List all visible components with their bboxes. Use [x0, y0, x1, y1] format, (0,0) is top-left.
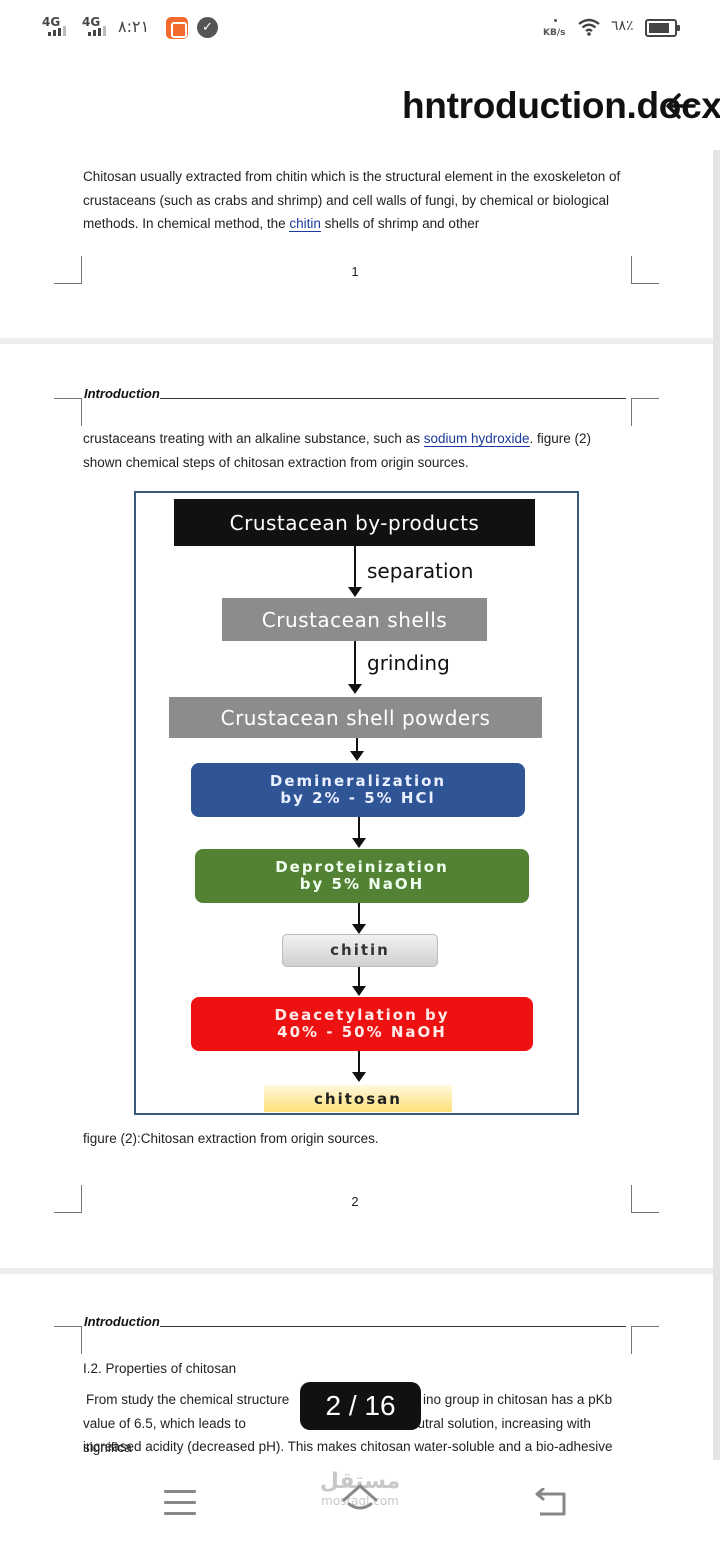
arrow-head-icon: [348, 587, 362, 597]
page-number: 2: [351, 1194, 359, 1209]
flow-step-demineralization-line2: by 2% - 5% HCl: [280, 789, 436, 807]
chitin-link[interactable]: chitin: [289, 216, 321, 232]
crop-mark: [54, 1185, 82, 1213]
speed-indicator-dot: [554, 19, 557, 22]
page-1-paragraph: Chitosan usually extracted from chitin w…: [83, 165, 643, 236]
crop-mark: [631, 1185, 659, 1213]
menu-icon[interactable]: [164, 1490, 196, 1516]
watermark-latin: mostaql.com: [321, 1494, 399, 1508]
flow-arrow: [356, 738, 358, 752]
paragraph-text: shells of shrimp and other: [320, 216, 480, 231]
flow-arrow: [358, 817, 360, 839]
paragraph-fragment: value of 6.5, which leads to significa: [83, 1416, 246, 1455]
flow-arrow: [358, 903, 360, 925]
flow-step-deacetylation-line2: 40% - 50% NaOH: [277, 1023, 447, 1041]
flow-step-demineralization-line1: Demineralization: [269, 772, 447, 790]
back-arrow-icon[interactable]: [664, 89, 698, 123]
flow-step-deacetylation-line1: Deacetylation by: [274, 1006, 450, 1024]
crop-mark: [631, 398, 659, 426]
section-heading: I.2. Properties of chitosan: [83, 1361, 237, 1376]
network-speed-unit: KB/s: [543, 28, 566, 38]
flow-step-crustacean-shells: Crustacean shells: [222, 598, 487, 641]
network-type-2: 4G: [82, 15, 101, 29]
header-rule: [160, 1326, 626, 1327]
page-header: Introduction: [84, 386, 160, 401]
arrow-head-icon: [348, 684, 362, 694]
document-page-3: Introduction I.2. Properties of chitosan…: [0, 1274, 713, 1460]
crop-mark: [631, 1326, 659, 1354]
flow-step-crustacean-shell-powders: Crustacean shell powders: [169, 697, 542, 738]
flow-step-crustacean-by-products: Crustacean by-products: [174, 499, 535, 546]
arrow-head-icon: [352, 986, 366, 996]
flow-label-grinding: grinding: [367, 651, 450, 675]
navigation-bar: مستقل mostaql.com: [0, 1460, 720, 1544]
scrollbar[interactable]: [713, 150, 720, 1460]
home-icon[interactable]: [341, 1482, 379, 1512]
document-viewer[interactable]: Chitosan usually extracted from chitin w…: [0, 150, 720, 1460]
flow-step-deproteinization-line2: by 5% NaOH: [299, 875, 425, 893]
chitosan-extraction-flowchart: Crustacean by-products separation Crusta…: [134, 491, 579, 1115]
paragraph-fragment: eutral solution, increasing with: [410, 1416, 591, 1431]
crop-mark: [54, 256, 82, 284]
battery-icon: [645, 19, 680, 37]
clock: ٨:٢١: [118, 17, 150, 36]
sodium-hydroxide-link[interactable]: sodium hydroxide: [423, 431, 530, 447]
flow-arrow: [354, 546, 356, 588]
arrow-head-icon: [352, 1072, 366, 1082]
document-page-1: Chitosan usually extracted from chitin w…: [0, 150, 713, 338]
wifi-icon: [578, 18, 600, 36]
battery-percent: ٦٨٪: [611, 18, 634, 34]
paragraph-text: Chitosan usually extracted from chitin w…: [83, 169, 621, 231]
watermark-arabic: مستقل: [319, 1469, 401, 1494]
paragraph-text: crustaceans treating with an alkaline su…: [83, 431, 424, 446]
paragraph-fragment: ino group in chitosan has a pKb: [423, 1392, 613, 1407]
flow-label-separation: separation: [367, 559, 474, 583]
crop-mark: [54, 1326, 82, 1354]
paragraph-line: increased acidity (decreased pH). This m…: [83, 1439, 613, 1454]
app-notification-icon: [166, 17, 188, 39]
paragraph-text: . figure (2) shown chemical steps of chi…: [83, 431, 592, 470]
flow-step-chitosan: chitosan: [264, 1085, 452, 1112]
status-bar: 4G 4G ٨:٢١ ✓ KB/s ٦٨٪: [0, 0, 720, 56]
back-icon[interactable]: [532, 1488, 568, 1518]
document-title-bar: hntroduction.docx: [0, 56, 720, 150]
arrow-head-icon: [352, 924, 366, 934]
arrow-head-icon: [350, 751, 364, 761]
header-rule: [160, 398, 626, 399]
page-2-paragraph: crustaceans treating with an alkaline su…: [83, 427, 628, 474]
page-counter: 2 / 16: [300, 1382, 421, 1430]
flow-step-deproteinization-line1: Deproteinization: [275, 858, 449, 876]
signal-icon: [48, 26, 66, 36]
signal-icon: [88, 26, 106, 36]
paragraph-fragment: From study the chemical structure: [86, 1392, 290, 1407]
flow-step-chitin: chitin: [282, 934, 438, 967]
crop-mark: [54, 398, 82, 426]
page-number: 1: [351, 264, 359, 279]
watermark: مستقل mostaql.com: [312, 1469, 408, 1509]
check-notification-icon: ✓: [197, 17, 218, 38]
crop-mark: [631, 256, 659, 284]
network-type-1: 4G: [42, 15, 61, 29]
arrow-head-icon: [352, 838, 366, 848]
document-page-2: Introduction crustaceans treating with a…: [0, 344, 713, 1268]
page-header: Introduction: [84, 1314, 160, 1329]
flow-arrow: [358, 967, 360, 987]
figure-caption: figure (2):Chitosan extraction from orig…: [83, 1131, 379, 1146]
flow-arrow: [354, 641, 356, 685]
flow-arrow: [358, 1051, 360, 1073]
